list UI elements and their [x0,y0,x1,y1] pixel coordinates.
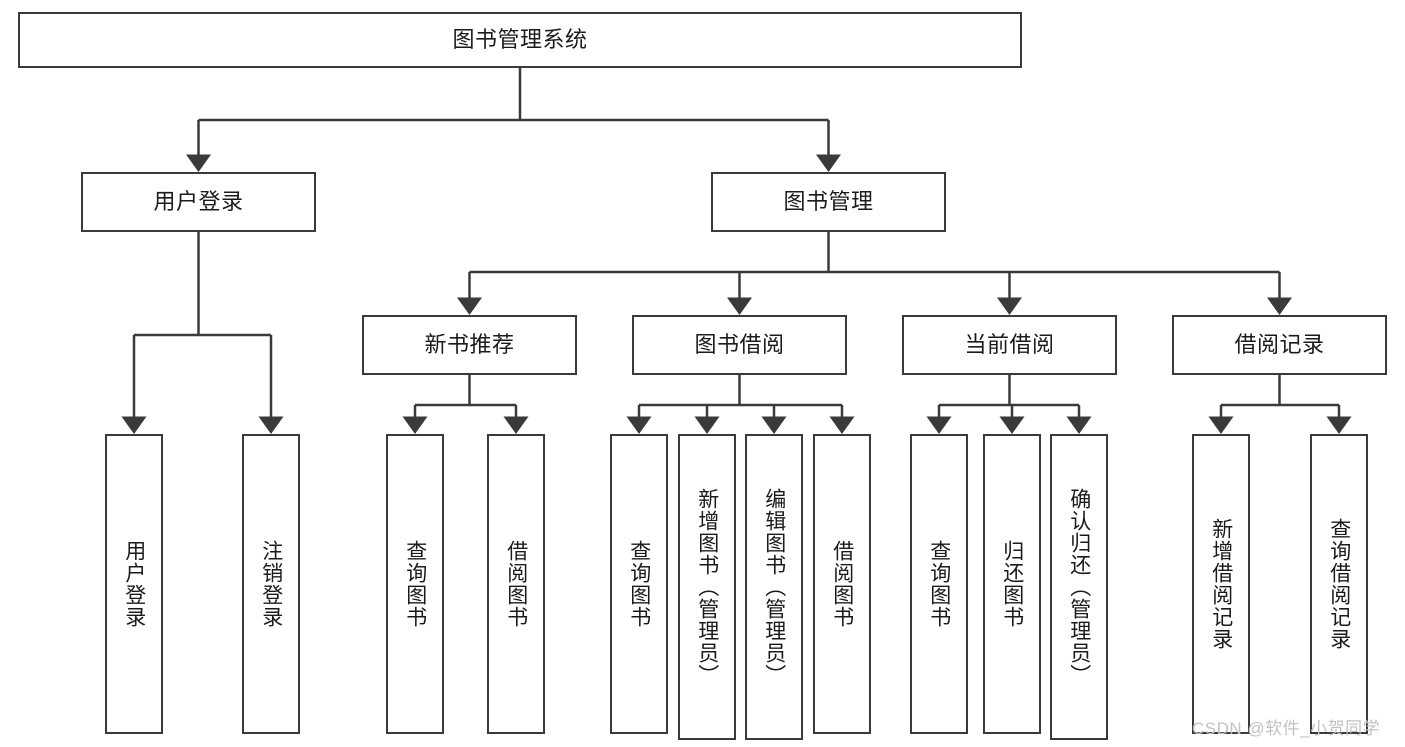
node-root[interactable]: 图书管理系统 [18,12,1022,68]
node-label: 新增借阅记录 [1209,518,1233,650]
node-label: 查询图书 [927,540,951,628]
node-leaf-cur-1[interactable]: 查询图书 [910,434,968,734]
node-label: 编辑图书（管理员） [762,488,786,686]
node-leaf-rec-1[interactable]: 新增借阅记录 [1192,434,1250,734]
node-current[interactable]: 当前借阅 [902,315,1117,375]
node-leaf-borrow-1[interactable]: 查询图书 [610,434,668,734]
node-label: 借阅图书 [504,540,528,628]
node-label: 注销登录 [259,540,283,628]
node-label: 借阅图书 [830,540,854,628]
node-label: 借阅记录 [1234,332,1325,358]
node-label: 用户登录 [153,189,244,215]
node-leaf-rec-2[interactable]: 查询借阅记录 [1310,434,1368,734]
node-login[interactable]: 用户登录 [81,172,316,232]
node-label: 新增图书（管理员） [695,488,719,686]
node-label: 归还图书 [1000,540,1024,628]
node-label: 查询借阅记录 [1327,518,1351,650]
node-label: 当前借阅 [964,332,1055,358]
node-label: 查询图书 [403,540,427,628]
node-leaf-login-1[interactable]: 用户登录 [105,434,163,734]
node-borrow[interactable]: 图书借阅 [632,315,847,375]
node-label: 确认归还（管理员） [1067,488,1091,686]
node-label: 图书借阅 [694,332,785,358]
node-leaf-borrow-2[interactable]: 新增图书（管理员） [678,434,736,740]
node-label: 用户登录 [122,540,146,628]
node-newbook[interactable]: 新书推荐 [362,315,577,375]
node-bookmgmt[interactable]: 图书管理 [711,172,946,232]
node-label: 图书管理 [783,189,874,215]
csdn-watermark: CSDN @软件_小贺同学 [1192,719,1381,738]
node-leaf-new-1[interactable]: 查询图书 [386,434,444,734]
node-leaf-cur-3[interactable]: 确认归还（管理员） [1050,434,1108,740]
node-leaf-borrow-3[interactable]: 编辑图书（管理员） [745,434,803,740]
node-leaf-cur-2[interactable]: 归还图书 [983,434,1041,734]
node-leaf-borrow-4[interactable]: 借阅图书 [813,434,871,734]
node-label: 新书推荐 [424,332,515,358]
node-label: 查询图书 [627,540,651,628]
node-label: 图书管理系统 [452,27,588,53]
node-records[interactable]: 借阅记录 [1172,315,1387,375]
node-leaf-new-2[interactable]: 借阅图书 [487,434,545,734]
node-leaf-login-2[interactable]: 注销登录 [242,434,300,734]
